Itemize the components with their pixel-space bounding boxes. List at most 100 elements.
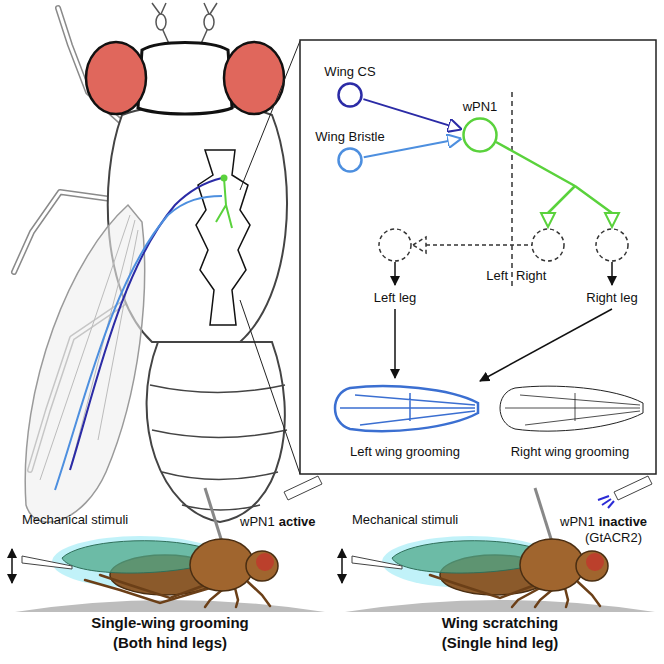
segment-line bbox=[150, 385, 285, 393]
segment-line bbox=[152, 430, 287, 438]
neuron-soma bbox=[339, 149, 362, 172]
right-wing-icon bbox=[500, 386, 643, 431]
text-label: Right wing grooming bbox=[511, 444, 630, 460]
neuron-node: Wing Bristle bbox=[337, 147, 363, 173]
text-label: inactive bbox=[599, 514, 647, 530]
unknown-neurons bbox=[379, 229, 628, 261]
dashed-axon bbox=[426, 244, 532, 246]
dashed-neuron bbox=[532, 229, 564, 261]
fly-head bbox=[576, 551, 608, 581]
text-label: Right leg bbox=[586, 290, 637, 306]
dashed-synapse bbox=[413, 237, 426, 253]
antenna-arista bbox=[152, 3, 217, 14]
inset-arrows bbox=[395, 262, 612, 381]
text-label: Single-wing grooming bbox=[91, 614, 249, 632]
wpn1-axon bbox=[496, 142, 612, 213]
wpn1-neuron bbox=[216, 178, 232, 228]
left-wing-icon bbox=[335, 386, 478, 431]
fly-leg bbox=[205, 590, 222, 607]
ventral-nerve-cord bbox=[196, 150, 250, 325]
segment-line bbox=[162, 472, 278, 480]
text-label: (Both hind legs) bbox=[113, 634, 227, 652]
arrow bbox=[394, 309, 396, 378]
optic-fiber bbox=[614, 476, 652, 500]
synapse bbox=[541, 213, 555, 227]
arrow bbox=[611, 262, 613, 285]
wing-veins bbox=[340, 393, 475, 425]
text-label: Left wing grooming bbox=[350, 444, 460, 460]
motion-arrow bbox=[341, 549, 343, 583]
fly-thorax bbox=[520, 539, 584, 591]
fly-thorax bbox=[190, 539, 254, 591]
axon-connector bbox=[363, 99, 461, 129]
text-label: active bbox=[279, 514, 316, 530]
wing-veins bbox=[40, 215, 138, 480]
neuron-node: wPN1 bbox=[462, 117, 498, 153]
wpn1-soma bbox=[221, 175, 228, 182]
fly-leg bbox=[578, 582, 600, 606]
wing-vein bbox=[40, 215, 130, 480]
text-label: Right bbox=[516, 268, 546, 284]
inset-box bbox=[300, 40, 656, 474]
text-label: Wing scratching bbox=[442, 614, 559, 632]
arrow bbox=[394, 262, 396, 285]
wing-veins bbox=[505, 393, 640, 425]
midline bbox=[511, 92, 513, 290]
blue-light bbox=[598, 496, 614, 508]
fly-wing bbox=[392, 541, 535, 573]
text-label: wPN1 bbox=[240, 514, 275, 530]
fly-leg bbox=[235, 588, 238, 607]
optic-fiber bbox=[284, 476, 322, 500]
fly-eye bbox=[256, 553, 274, 571]
hind-leg bbox=[430, 575, 535, 598]
text-label: Mechanical stimuli bbox=[352, 512, 458, 528]
text-label: Mechanical stimuli bbox=[22, 512, 128, 528]
antenna bbox=[204, 14, 214, 30]
wing-cs-neuron bbox=[70, 178, 222, 470]
text-label: Left leg bbox=[374, 290, 417, 306]
wing-outline bbox=[500, 386, 643, 431]
fly-eye bbox=[586, 553, 604, 571]
zoom-line bbox=[240, 41, 300, 474]
neuron-node: Wing CS bbox=[337, 82, 363, 108]
stimulus-pipette bbox=[22, 556, 72, 569]
neuron-label: Wing Bristle bbox=[315, 129, 384, 144]
tether bbox=[535, 488, 552, 542]
stimulus-pipette bbox=[352, 556, 402, 569]
neuron-soma bbox=[464, 119, 497, 152]
abdomen-segments bbox=[150, 385, 287, 510]
text-label: (Single hind leg) bbox=[442, 634, 559, 652]
text-label: (GtACR2) bbox=[585, 530, 642, 546]
neuron-label: wPN1 bbox=[463, 99, 498, 114]
fly-head bbox=[138, 43, 232, 115]
fly-leg bbox=[248, 582, 270, 606]
dashed-neuron bbox=[596, 229, 628, 261]
hind-leg bbox=[85, 580, 210, 603]
fly-leg bbox=[565, 588, 568, 607]
wing-bristle-neuron bbox=[55, 196, 222, 490]
neuron-soma bbox=[339, 84, 362, 107]
segment-line bbox=[182, 505, 260, 510]
tether bbox=[205, 488, 222, 542]
tethered-fly-right bbox=[342, 476, 655, 612]
neuron-shape bbox=[462, 117, 498, 153]
ball bbox=[15, 600, 325, 612]
arrow bbox=[480, 309, 612, 381]
tethered-fly-left bbox=[12, 476, 325, 612]
synapse bbox=[605, 213, 619, 227]
wing-vein bbox=[70, 220, 135, 470]
dashed-neuron bbox=[379, 229, 411, 261]
fly-wing bbox=[25, 205, 144, 522]
fly-antennae bbox=[152, 3, 217, 46]
fly-head bbox=[246, 551, 278, 581]
ball bbox=[345, 600, 655, 612]
wing-outline bbox=[335, 386, 478, 431]
neuron-label: Wing CS bbox=[324, 64, 375, 79]
text-label: Left bbox=[486, 268, 508, 284]
text-label: wPN1 bbox=[560, 514, 595, 530]
